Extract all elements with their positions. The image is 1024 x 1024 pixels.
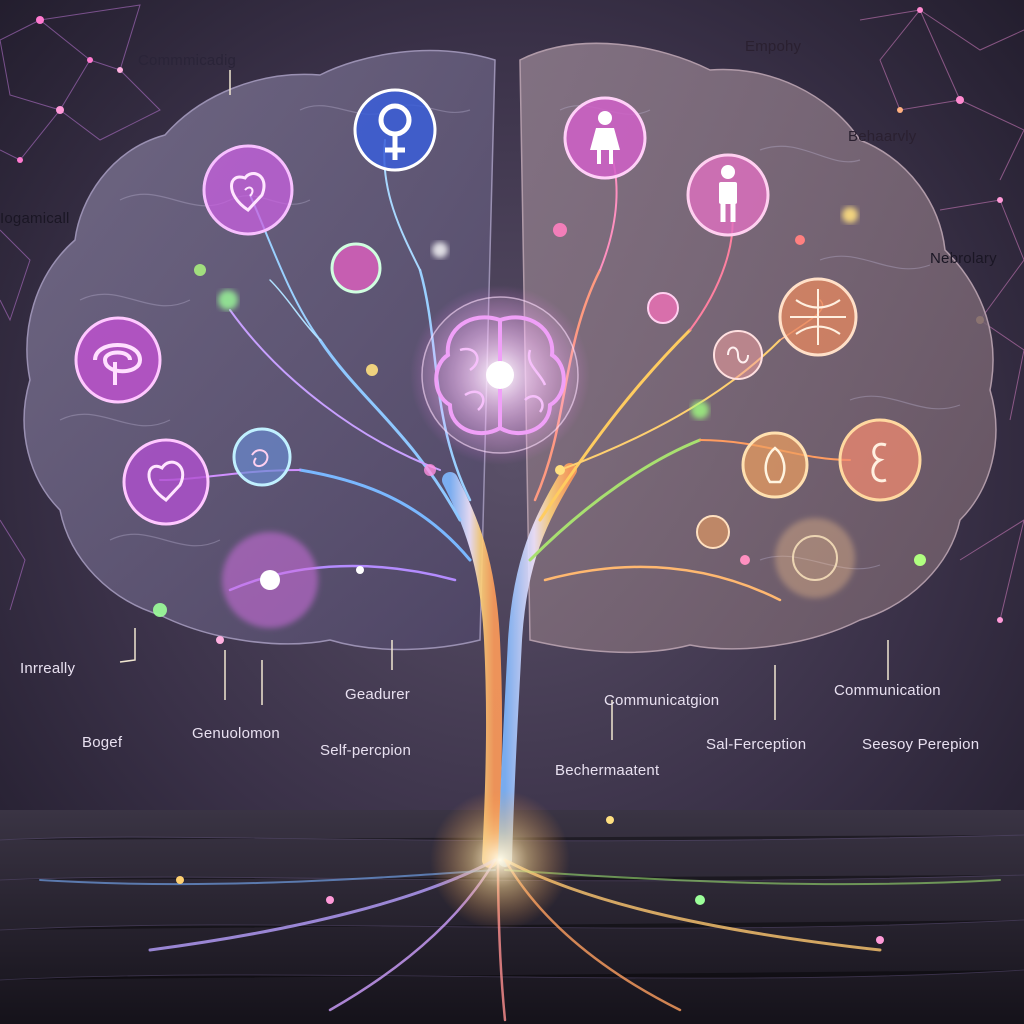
network-right [859, 9, 1024, 621]
label-communication: Communication [834, 682, 941, 699]
hand-icon [741, 431, 809, 499]
maze-icon [74, 316, 162, 404]
label-commmicadig: Commmicadig [138, 52, 237, 69]
trunk [442, 472, 503, 868]
heart-spiral-icon [202, 144, 294, 236]
label-communicatgion: Communicatgion [604, 692, 720, 709]
root-glow [430, 790, 570, 930]
label-geadurer: Geadurer [345, 686, 410, 703]
label-genuolomon: Genuolomon [192, 725, 280, 742]
knot-icon [696, 515, 730, 549]
label-iogamicall: Iogamicall [0, 210, 70, 227]
flower-icon [775, 518, 855, 598]
heart-icon [122, 438, 210, 526]
label-nebrolary: Nebrolary [930, 250, 997, 267]
label-seesoy-perepion: Seesoy Perepion [862, 736, 980, 753]
label-behaarvly: Behaarvly [848, 128, 917, 145]
label-empohy: Empohy [745, 38, 802, 55]
label-bogef: Bogef [82, 734, 123, 751]
label-self-percpion: Self-percpion [320, 742, 411, 759]
label-sal-ferception: Sal-Ferception [706, 736, 807, 753]
swirl-icon [232, 427, 292, 487]
small-orb-icon [647, 292, 679, 324]
globe-icon [778, 277, 858, 357]
link-icon [713, 330, 763, 380]
label-inrreally: Inrreally [20, 660, 76, 677]
orb-icon [330, 242, 382, 294]
brain-icon [421, 296, 579, 454]
leader-lines [119, 70, 889, 740]
female-figure-icon [563, 96, 647, 180]
glow-dots [153, 207, 926, 944]
label-bechermaatent: Bechermaatent [555, 762, 660, 779]
brain-folds [59, 104, 961, 570]
female-symbol-icon [353, 88, 437, 172]
glow-orb-icon [222, 532, 318, 628]
ampersand-icon [838, 418, 922, 502]
male-figure-icon [686, 153, 770, 237]
